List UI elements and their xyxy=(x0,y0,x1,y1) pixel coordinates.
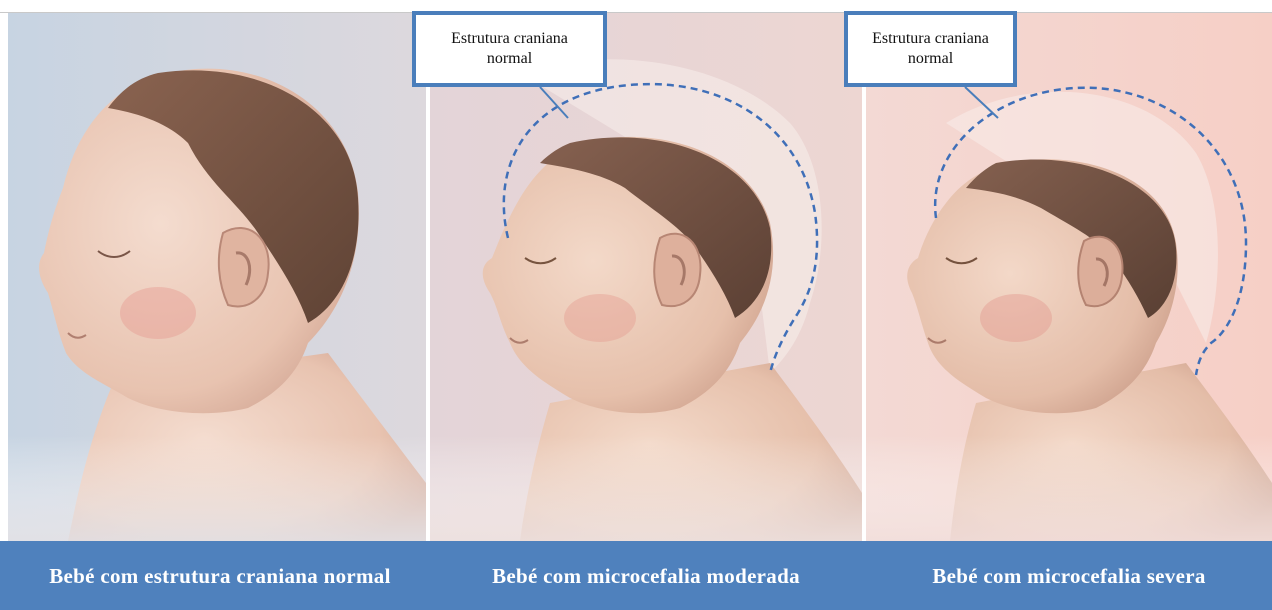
normal-baby-illustration xyxy=(8,13,426,541)
panel-severe-microcephaly xyxy=(866,13,1272,541)
panel-moderate-microcephaly xyxy=(430,13,862,541)
callout-normal-skull-severe: Estrutura craniana normal xyxy=(844,11,1017,87)
moderate-microcephaly-illustration xyxy=(430,13,862,541)
caption-moderate: Bebé com microcefalia moderada xyxy=(430,541,862,610)
caption-severe: Bebé com microcefalia severa xyxy=(866,541,1272,610)
panel-normal-baby xyxy=(8,13,426,541)
caption-bar: Bebé com estrutura craniana normal Bebé … xyxy=(0,541,1272,610)
callout-normal-skull-moderate: Estrutura craniana normal xyxy=(412,11,607,87)
caption-normal: Bebé com estrutura craniana normal xyxy=(30,541,410,610)
severe-microcephaly-illustration xyxy=(866,13,1272,541)
